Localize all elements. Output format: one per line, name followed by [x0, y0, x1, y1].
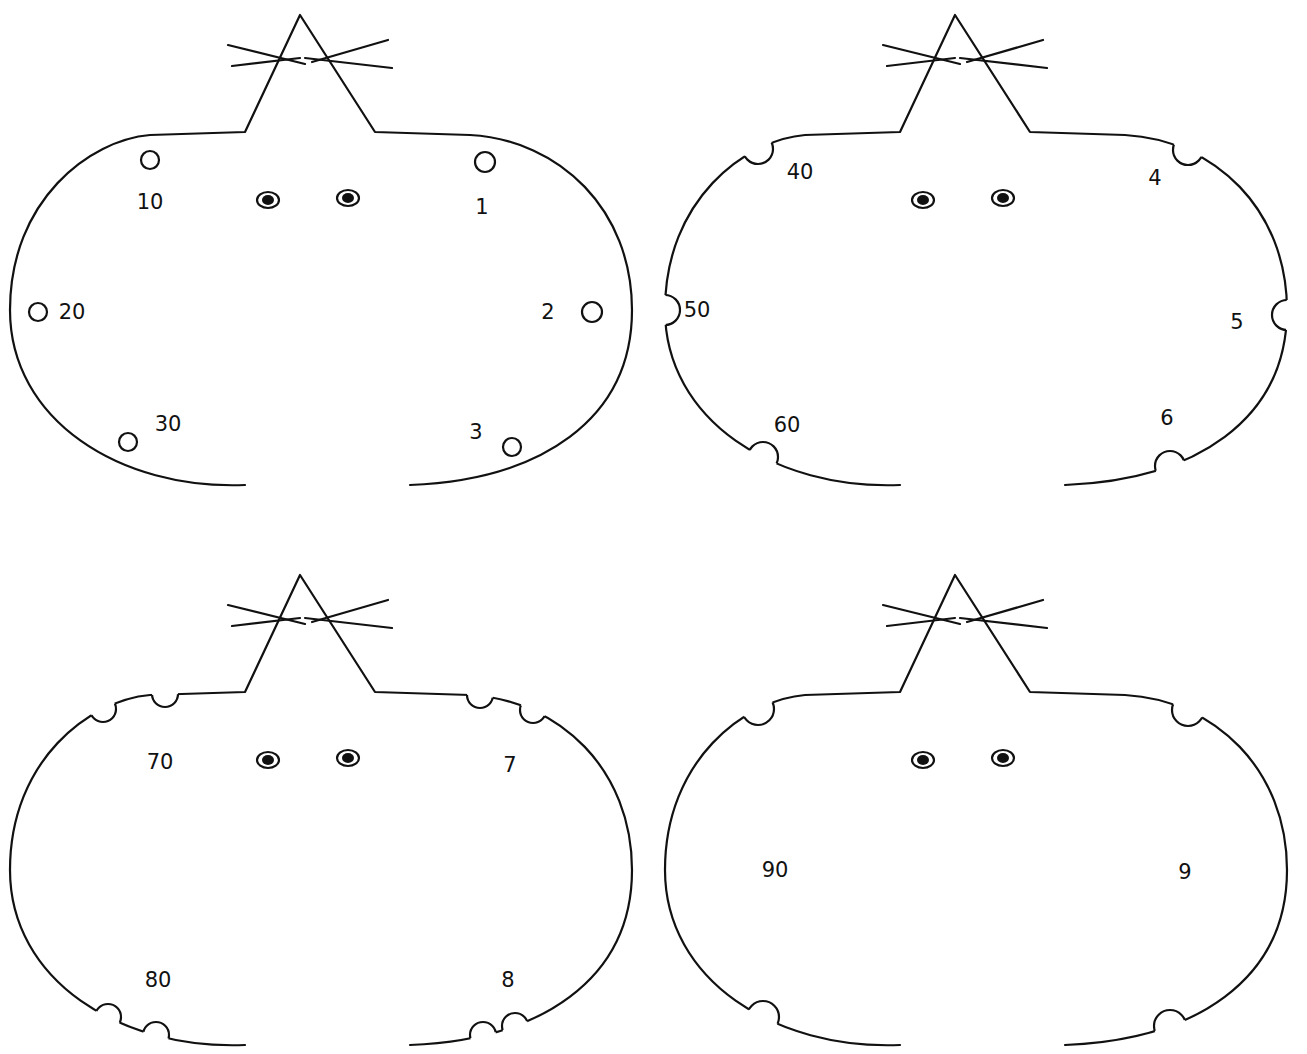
callout-number: 7 [503, 755, 516, 776]
callout-number: 8 [501, 970, 514, 991]
callout-number: 9 [1178, 862, 1191, 883]
callout-number: 60 [774, 415, 801, 436]
callout-number: 6 [1160, 408, 1173, 429]
cat-drawing [0, 0, 650, 510]
callout-number: 20 [59, 302, 86, 323]
callout-number: 2 [541, 302, 554, 323]
callout-number: 90 [762, 860, 789, 881]
cat-outline: 40 4 50 5 60 6 [655, 0, 1305, 510]
cat-drawing [655, 0, 1305, 510]
callout-number: 3 [469, 422, 482, 443]
callout-number: 4 [1148, 168, 1161, 189]
callout-number: 30 [155, 414, 182, 435]
cat-outline: 10 1 20 2 30 3 [0, 0, 650, 510]
callout-number: 10 [137, 192, 164, 213]
cat-outline: 90 9 [655, 560, 1305, 1054]
cat-drawing [655, 560, 1305, 1054]
cat-outline: 70 7 80 8 [0, 560, 650, 1054]
callout-number: 50 [684, 300, 711, 321]
callout-number: 5 [1230, 312, 1243, 333]
callout-number: 1 [475, 197, 488, 218]
cat-drawing [0, 560, 650, 1054]
callout-number: 40 [787, 162, 814, 183]
callout-number: 70 [147, 752, 174, 773]
callout-number: 80 [145, 970, 172, 991]
